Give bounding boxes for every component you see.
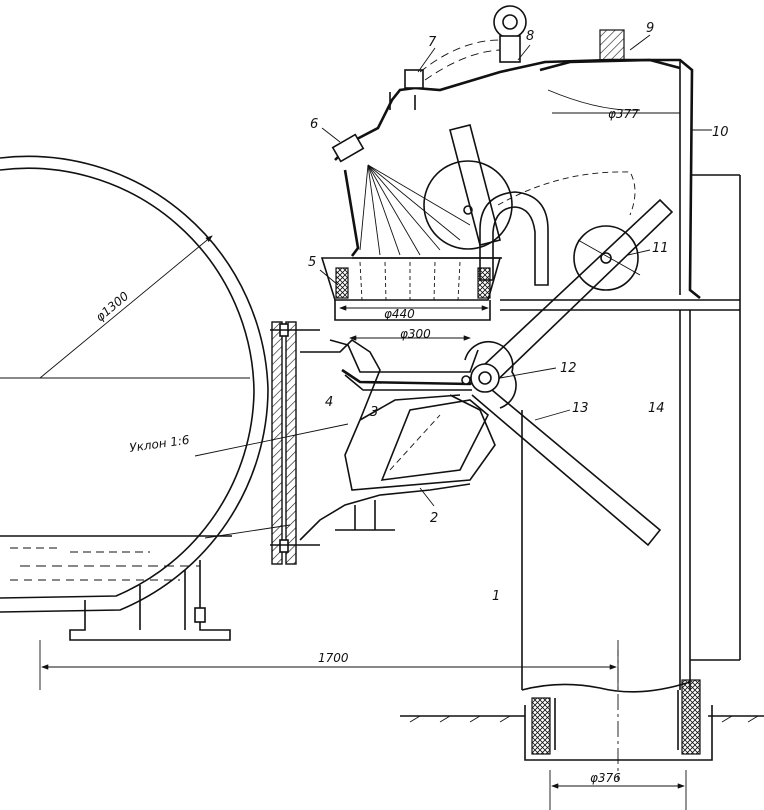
label-5: 5 xyxy=(308,255,316,270)
dim-300: φ300 xyxy=(400,327,431,341)
lower-dish xyxy=(329,339,481,391)
label-9: 9 xyxy=(646,21,654,36)
label-3: 3 xyxy=(370,405,378,420)
label-11: 11 xyxy=(652,241,669,256)
label-10: 10 xyxy=(712,125,729,140)
inlet-flange xyxy=(270,321,320,565)
upper-housing xyxy=(334,58,740,311)
rotor xyxy=(423,124,641,291)
leaders xyxy=(319,34,712,507)
dim-440: φ440 xyxy=(384,307,415,321)
label-6: 6 xyxy=(310,117,318,132)
label-2: 2 xyxy=(430,511,438,526)
drum-support xyxy=(69,560,231,641)
dim-1700: 1700 xyxy=(318,651,349,665)
dim-377: φ377 xyxy=(608,107,639,121)
top-fittings xyxy=(404,5,680,114)
drum xyxy=(0,155,269,641)
label-8: 8 xyxy=(526,29,534,44)
chute xyxy=(194,338,496,541)
vertical-pipe xyxy=(521,174,741,780)
spray-nozzle xyxy=(331,133,471,256)
slope-label: Уклон 1:6 xyxy=(128,433,190,455)
label-4: 4 xyxy=(325,395,333,410)
dimension-1700 xyxy=(39,640,619,690)
label-14: 14 xyxy=(648,401,665,416)
dim-376: φ376 xyxy=(590,771,621,785)
basket xyxy=(320,257,502,341)
drum-liquid xyxy=(0,535,232,581)
label-12: 12 xyxy=(560,361,577,376)
label-1: 1 xyxy=(492,589,500,604)
foundation xyxy=(400,679,764,810)
label-13: 13 xyxy=(572,401,589,416)
label-7: 7 xyxy=(428,35,437,50)
lever xyxy=(461,198,674,547)
dim-1300: φ1300 xyxy=(93,289,132,325)
